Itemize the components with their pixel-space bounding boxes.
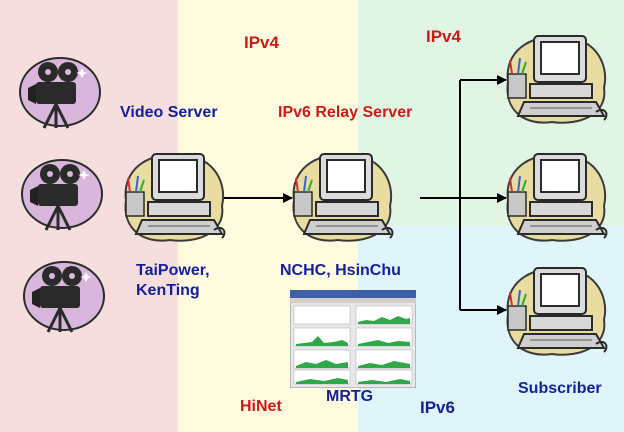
video-server-label: Video Server [120, 104, 218, 121]
ipv4-right-label: IPv4 [426, 27, 461, 46]
ipv6-label: IPv6 [420, 398, 455, 417]
subscriber-computer-icon [500, 254, 612, 362]
relay-server-computer-icon [286, 140, 398, 248]
video-server-computer-icon [118, 140, 230, 248]
nchc-label: NCHC, HsinChu [280, 262, 401, 279]
taipower-label-line2: KenTing [136, 282, 200, 299]
mrtg-monitor-screenshot [290, 290, 416, 388]
ipv4-left-label: IPv4 [244, 33, 279, 52]
video-camera-icon [14, 252, 106, 336]
relay-server-label: IPv6 Relay Server [278, 104, 413, 121]
hinet-label: HiNet [240, 398, 282, 415]
video-camera-icon [12, 150, 104, 234]
subscriber-label: Subscriber [518, 380, 602, 397]
mrtg-label: MRTG [326, 388, 374, 405]
video-camera-icon [10, 48, 102, 132]
subscriber-computer-icon [500, 22, 612, 130]
taipower-label-line1: TaiPower, [136, 262, 210, 279]
subscriber-computer-icon [500, 140, 612, 248]
